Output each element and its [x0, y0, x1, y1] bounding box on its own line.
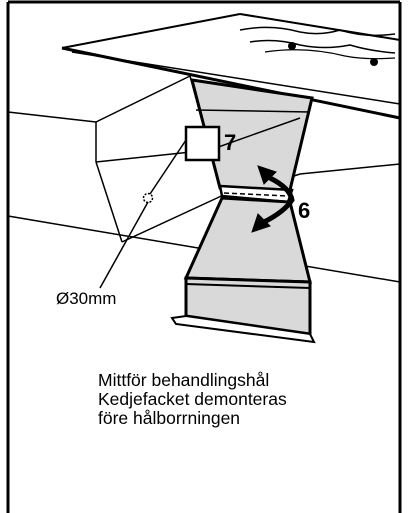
- lower-hopper: [170, 196, 316, 344]
- part-7-label: 7: [224, 130, 236, 155]
- part-7-marker: [149, 125, 221, 195]
- caption-line-1: Mittför behandlingshål: [98, 370, 270, 390]
- rotation-arrows-icon: [251, 165, 295, 233]
- instruction-caption: Mittför behandlingshål Kedjefacket demon…: [98, 371, 287, 428]
- caption-line-2: Kedjefacket demonteras: [98, 389, 287, 409]
- hole-dimension-label: Ø30mm: [56, 289, 116, 308]
- mounting-rail: [61, 13, 401, 120]
- frame: [6, 0, 402, 513]
- caption-line-3: före hålborrningen: [98, 408, 241, 428]
- part-6-label: 6: [298, 198, 310, 223]
- drill-hole-marker: [99, 192, 154, 289]
